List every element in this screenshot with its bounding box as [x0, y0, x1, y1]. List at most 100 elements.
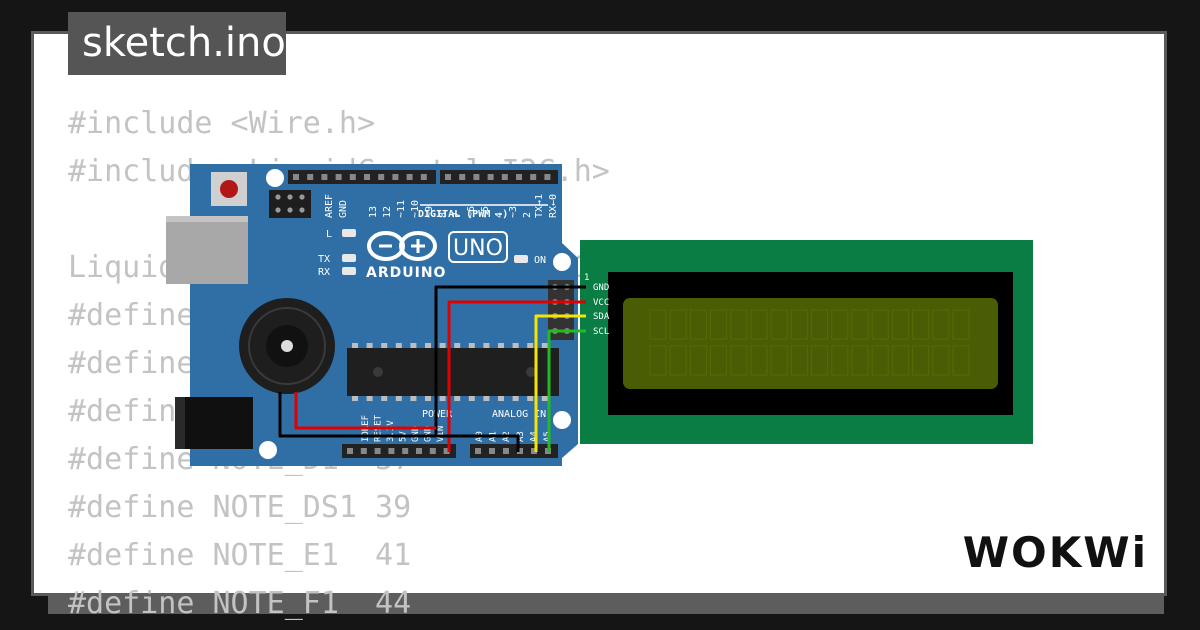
header-pin[interactable]: [416, 448, 422, 454]
power-label: POWER: [422, 409, 453, 420]
header-pin[interactable]: [489, 448, 495, 454]
led-rx: [342, 267, 356, 275]
header-pin[interactable]: [459, 174, 466, 180]
header-pin[interactable]: [530, 174, 537, 180]
led-l: [342, 229, 356, 237]
pin-label: ~5: [480, 206, 491, 218]
wire-vcc-lcd[interactable]: [447, 300, 586, 452]
pin-label: TX→1: [534, 194, 545, 218]
arduino-infinity-logo: [367, 231, 437, 261]
lcd-char-cell: [912, 345, 930, 376]
lcd-char-cell: [669, 345, 687, 376]
header-pin[interactable]: [445, 174, 451, 180]
header-pin[interactable]: [531, 448, 537, 454]
mount-hole: [266, 169, 284, 187]
lcd-char-cell: [811, 345, 829, 376]
header-pin[interactable]: [374, 448, 381, 454]
pin-label: ~3: [508, 206, 519, 218]
lcd-pin-label: VCC: [593, 298, 609, 308]
lcd-char-cell: [871, 345, 889, 376]
header-pin[interactable]: [335, 174, 342, 180]
lcd-char-cell: [669, 309, 687, 340]
model-name: UNO: [453, 236, 503, 261]
lcd-pin-label: SDA: [593, 312, 610, 322]
pin-label: AREF: [324, 194, 335, 218]
lcd-char-cell: [952, 309, 970, 340]
header-pin[interactable]: [364, 174, 370, 180]
wire-gnd-lcd[interactable]: [434, 285, 586, 436]
wire-scl-lcd[interactable]: [547, 329, 586, 452]
lcd-char-cell: [770, 345, 788, 376]
led-l-label: L: [326, 229, 332, 240]
mount-hole: [553, 253, 571, 271]
lcd-char-cell: [932, 309, 950, 340]
code-line: #define NOTE_F1 44: [68, 586, 412, 621]
code-line: #define NOTE_E1 41: [68, 538, 412, 573]
header-pin[interactable]: [443, 448, 450, 454]
pin-label: ~6: [466, 206, 477, 218]
header-pin[interactable]: [516, 174, 522, 180]
header-pin[interactable]: [503, 448, 509, 454]
header-pin[interactable]: [544, 174, 551, 180]
pin-label: 2: [522, 212, 533, 218]
lcd-char-cell: [750, 309, 768, 340]
pin-label: 8: [438, 212, 449, 218]
lcd-char-cell: [689, 309, 707, 340]
pin-label: 4: [494, 212, 505, 218]
header-pin[interactable]: [420, 174, 427, 180]
header-pin[interactable]: [392, 174, 399, 180]
wire-buzzer-gnd[interactable]: [278, 392, 520, 452]
pin-label: 12: [382, 206, 393, 218]
brand-name: ARDUINO: [366, 265, 446, 281]
lcd-char-cell: [891, 345, 909, 376]
pin-label: ~9: [424, 206, 435, 218]
header-pin[interactable]: [321, 174, 328, 180]
header-pin[interactable]: [475, 448, 481, 454]
lcd-char-cell: [730, 345, 748, 376]
led-tx-label: TX: [318, 254, 330, 265]
wokwi-logo: WOKWi: [962, 528, 1148, 577]
header-pin[interactable]: [307, 174, 314, 180]
header-pin[interactable]: [501, 174, 508, 180]
header-pin[interactable]: [293, 174, 299, 180]
buzzer[interactable]: [239, 298, 335, 394]
header-digital-right: [440, 170, 558, 184]
header-pin[interactable]: [402, 448, 409, 454]
header-digital-left: [288, 170, 436, 184]
lcd-char-cell: [790, 309, 808, 340]
reset-button[interactable]: [220, 180, 238, 198]
code-line: #define NOTE_DS1 39: [68, 490, 412, 525]
wire-buzzer-signal[interactable]: [294, 392, 436, 430]
pin-label: 7: [452, 212, 463, 218]
lcd-char-cell: [710, 345, 728, 376]
led-rx-label: RX: [318, 267, 330, 278]
header-pin[interactable]: [487, 174, 494, 180]
header-pin[interactable]: [349, 174, 356, 180]
header-pin[interactable]: [347, 448, 353, 454]
file-tab[interactable]: sketch.ino: [68, 12, 286, 75]
header-pin[interactable]: [473, 174, 480, 180]
mount-hole: [553, 411, 571, 429]
lcd-char-cell: [649, 309, 667, 340]
digital-label: DIGITAL (PWM ~): [418, 209, 508, 220]
header-pin[interactable]: [388, 448, 395, 454]
lcd-screen: [623, 298, 998, 389]
header-pin[interactable]: [378, 174, 385, 180]
header-pin[interactable]: [360, 448, 367, 454]
header-pin[interactable]: [406, 174, 413, 180]
header-pin[interactable]: [517, 448, 523, 454]
header-pin[interactable]: [429, 448, 436, 454]
pin-label: RX←0: [548, 194, 559, 218]
wire-sda-lcd[interactable]: [534, 314, 586, 452]
lcd-char-cell: [851, 309, 869, 340]
pin-label: 3.3V: [386, 420, 396, 442]
lcd-pin-one: 1: [584, 273, 589, 283]
led-tx: [342, 254, 356, 262]
analog-label: ANALOG IN: [492, 409, 546, 420]
lcd-char-cell: [689, 345, 707, 376]
usb-port: [166, 216, 248, 284]
header-analog: [470, 444, 558, 458]
pin-label: GND: [411, 426, 421, 442]
